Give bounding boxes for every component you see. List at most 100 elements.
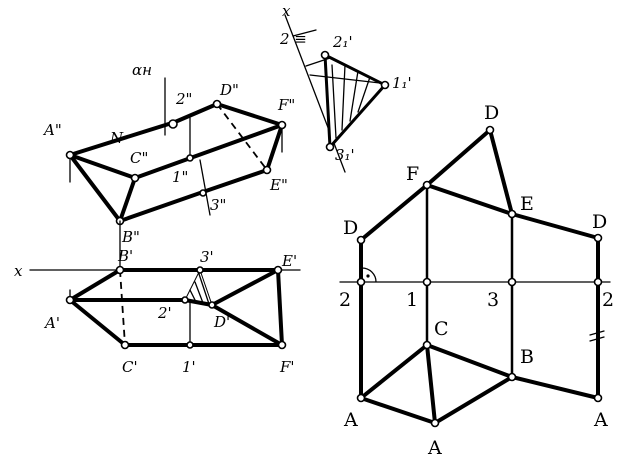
- net-point-1: [422, 277, 432, 287]
- net-outline: [359, 128, 600, 425]
- net-label-A-mid: A: [427, 437, 442, 459]
- net-label-3: 3: [487, 289, 499, 311]
- net-point-E: [507, 209, 517, 219]
- label-A1: A': [43, 314, 60, 332]
- label-1-1: 1': [182, 358, 196, 376]
- net-label-D-top: D: [484, 102, 499, 124]
- development-net: D F D E D 2 1 3 2 C B A A A: [339, 102, 614, 459]
- point-F1: [277, 340, 287, 350]
- label-ratio: 2 ≡: [279, 30, 307, 48]
- label-N: N: [109, 129, 124, 147]
- net-point-A-right: [593, 393, 603, 403]
- label-1-prime-1: 1₁': [392, 74, 412, 92]
- net-point-2-right: [593, 277, 603, 287]
- label-B1: B': [117, 247, 133, 265]
- point-3-2: [199, 189, 207, 197]
- label-x-small: x: [282, 2, 291, 20]
- point-B1: [115, 265, 125, 275]
- net-label-2-right: 2: [602, 289, 614, 311]
- net-label-2-left: 2: [339, 289, 351, 311]
- point-A1: [65, 295, 75, 305]
- label-C1: C': [122, 358, 138, 376]
- auxiliary-view: x 2 ≡ 2₁' 1₁' 3₁': [279, 2, 412, 173]
- label-3-1: 3': [200, 248, 214, 266]
- point-C2: [130, 173, 140, 183]
- hatch-3: [198, 273, 210, 305]
- net-edge-cb: [425, 343, 514, 379]
- net-point-A-mid: [430, 418, 440, 428]
- net-point-2-left: [356, 277, 366, 287]
- net-label-D-right: D: [592, 211, 607, 233]
- net-edge-ac: [359, 343, 429, 400]
- horizontal-hidden-edge-bc: [119, 269, 126, 346]
- point-1-2: [186, 154, 194, 162]
- net-edge-fe: [425, 183, 514, 216]
- point-D2: [212, 99, 222, 109]
- label-2-2: 2": [175, 90, 192, 108]
- net-equal-mark-2: [589, 336, 605, 342]
- aux-axis: [284, 14, 346, 173]
- frontal-projection: αн A" C" B" D" F" E" N 2" 1" 3": [42, 61, 295, 246]
- point-3-1: [196, 266, 204, 274]
- label-E2: E": [269, 176, 288, 194]
- frontal-line-3: [199, 159, 211, 216]
- point-3-prime-1: [325, 142, 335, 152]
- label-3-prime-1: 3₁': [335, 146, 355, 164]
- point-2-prime-1: [320, 50, 330, 60]
- aux-tick: [292, 29, 317, 37]
- net-label-F: F: [406, 163, 419, 185]
- label-2-1: 2': [157, 304, 172, 322]
- point-E1: [273, 265, 283, 275]
- aux-hatch-3: [349, 70, 359, 122]
- aux-proj-line: [309, 74, 381, 84]
- horizontal-edge-df: [210, 303, 284, 347]
- net-point-D-right: [593, 233, 603, 243]
- frontal-edge-cb: [118, 176, 137, 223]
- point-A2: [65, 150, 75, 160]
- net-label-C: C: [434, 318, 449, 340]
- net-point-B: [507, 372, 517, 382]
- point-E2: [262, 165, 272, 175]
- label-C2: C": [130, 149, 148, 167]
- horizontal-projection: B' 3' E' A' 2' D' C' 1' F': [43, 220, 297, 376]
- net-label-D-left: D: [343, 217, 358, 239]
- net-point-A-left: [356, 393, 366, 403]
- label-2-prime-1: 2₁': [332, 33, 353, 51]
- label-x-axis: x: [14, 262, 23, 280]
- net-label-1: 1: [406, 289, 418, 311]
- point-1-1: [186, 341, 194, 349]
- label-D2: D": [219, 81, 239, 99]
- frontal-hidden-edge-de: [216, 103, 268, 171]
- label-3-2: 3": [210, 196, 226, 214]
- label-B2: B": [121, 228, 140, 246]
- label-1-2: 1": [172, 168, 188, 186]
- net-right-angle-arc: [361, 267, 377, 283]
- right-angle-mark: [168, 119, 178, 129]
- label-F2: F": [277, 96, 295, 114]
- label-F1: F': [279, 358, 295, 376]
- point-F2: [277, 120, 287, 130]
- label-D1: D': [213, 313, 230, 331]
- net-point-3: [507, 277, 517, 287]
- net-label-A-left: A: [343, 409, 358, 431]
- net-point-C: [422, 340, 432, 350]
- hatch-2: [194, 281, 204, 304]
- point-D1: [208, 301, 216, 309]
- point-C1: [120, 340, 130, 350]
- aux-arrow: [305, 57, 331, 67]
- net-label-A-right: A: [593, 409, 608, 431]
- net-point-D-left: [356, 235, 366, 245]
- net-point-F: [422, 180, 432, 190]
- horizontal-prism-outline: [68, 268, 284, 347]
- horizontal-mid-line: [68, 268, 280, 307]
- point-1-prime-1: [380, 80, 390, 90]
- net-point-D-top: [485, 125, 495, 135]
- aux-hatch-4: [357, 76, 371, 113]
- net-right-angle-dot: [366, 274, 370, 278]
- label-E1: E': [281, 252, 297, 270]
- aux-hatch-2: [341, 64, 346, 131]
- label-alpha-h: αн: [132, 61, 152, 79]
- label-A2: A": [42, 121, 62, 139]
